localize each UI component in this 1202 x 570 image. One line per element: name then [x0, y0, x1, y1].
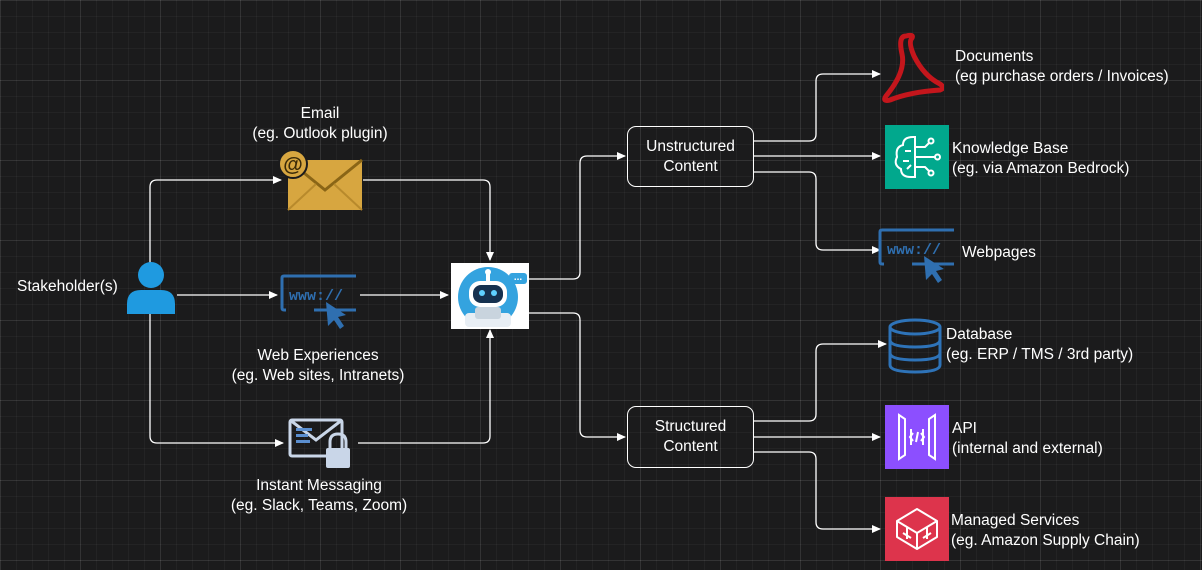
- unstructured-line1: Unstructured: [646, 137, 735, 155]
- connector-unstructured-webpages: [754, 171, 881, 254]
- structured-content-box: Structured Content: [627, 406, 754, 468]
- unstructured-content-box: Unstructured Content: [627, 126, 754, 187]
- api-subtitle: (internal and external): [952, 440, 1103, 457]
- database-title: Database: [946, 326, 1013, 343]
- documents-subtitle: (eg purchase orders / Invoices): [955, 68, 1169, 85]
- connector-email-bot: [363, 179, 494, 261]
- knowledge-title: Knowledge Base: [952, 140, 1069, 157]
- knowledge-label: Knowledge Base (eg. via Amazon Bedrock): [952, 139, 1129, 179]
- connector-stakeholder-email: [149, 176, 282, 264]
- webpages-title: Webpages: [962, 244, 1036, 261]
- chatbot-robot-icon: ...: [451, 263, 529, 329]
- connector-stakeholder-im: [149, 312, 284, 447]
- im-subtitle: (eg. Slack, Teams, Zoom): [230, 497, 408, 514]
- email-subtitle: (eg. Outlook plugin): [252, 125, 388, 142]
- managed-subtitle: (eg. Amazon Supply Chain): [951, 532, 1140, 549]
- connector-bot-structured: [528, 312, 626, 441]
- web-subtitle: (eg. Web sites, Intranets): [231, 367, 405, 384]
- knowledge-subtitle: (eg. via Amazon Bedrock): [952, 160, 1130, 177]
- database-subtitle: (eg. ERP / TMS / 3rd party): [946, 346, 1134, 363]
- person-icon: [124, 260, 178, 316]
- connector-unstructured-documents: [754, 70, 881, 142]
- webpages-www-icon: www://: [878, 228, 958, 284]
- svg-text:@: @: [283, 154, 303, 176]
- email-label: Email (eg. Outlook plugin): [252, 104, 387, 144]
- database-icon: [886, 318, 944, 374]
- im-title: Instant Messaging: [256, 477, 382, 494]
- im-label: Instant Messaging (eg. Slack, Teams, Zoo…: [231, 476, 407, 516]
- connector-structured-managed: [754, 451, 881, 533]
- bedrock-brain-icon: [885, 125, 949, 189]
- www-browser-icon: www://: [280, 274, 360, 330]
- api-gateway-icon: [885, 405, 949, 469]
- email-envelope-icon: @: [276, 148, 366, 212]
- managed-title: Managed Services: [951, 512, 1080, 529]
- documents-label: Documents (eg purchase orders / Invoices…: [955, 47, 1169, 87]
- email-title: Email: [300, 105, 340, 122]
- documents-title: Documents: [955, 48, 1034, 65]
- www-text: www://: [289, 288, 343, 305]
- web-title: Web Experiences: [257, 347, 379, 364]
- managed-label: Managed Services (eg. Amazon Supply Chai…: [951, 511, 1140, 551]
- database-label: Database (eg. ERP / TMS / 3rd party): [946, 325, 1133, 365]
- webpages-www-text: www://: [887, 242, 941, 259]
- connector-bot-unstructured: [528, 152, 626, 280]
- structured-line1: Structured: [654, 418, 727, 435]
- structured-line2: Content: [663, 438, 718, 455]
- unstructured-line2: Content: [663, 157, 718, 175]
- connector-structured-database: [754, 340, 887, 422]
- supply-chain-icon: [885, 497, 949, 561]
- web-label: Web Experiences (eg. Web sites, Intranet…: [232, 346, 405, 386]
- chat-bubble-dots: ...: [514, 272, 523, 283]
- pdf-acrobat-icon: [880, 32, 946, 104]
- connector-im-bot: [358, 329, 494, 444]
- stakeholder-label: Stakeholder(s): [17, 278, 118, 295]
- api-title: API: [952, 420, 977, 437]
- api-label: API (internal and external): [952, 419, 1103, 459]
- secure-message-icon: [286, 414, 356, 472]
